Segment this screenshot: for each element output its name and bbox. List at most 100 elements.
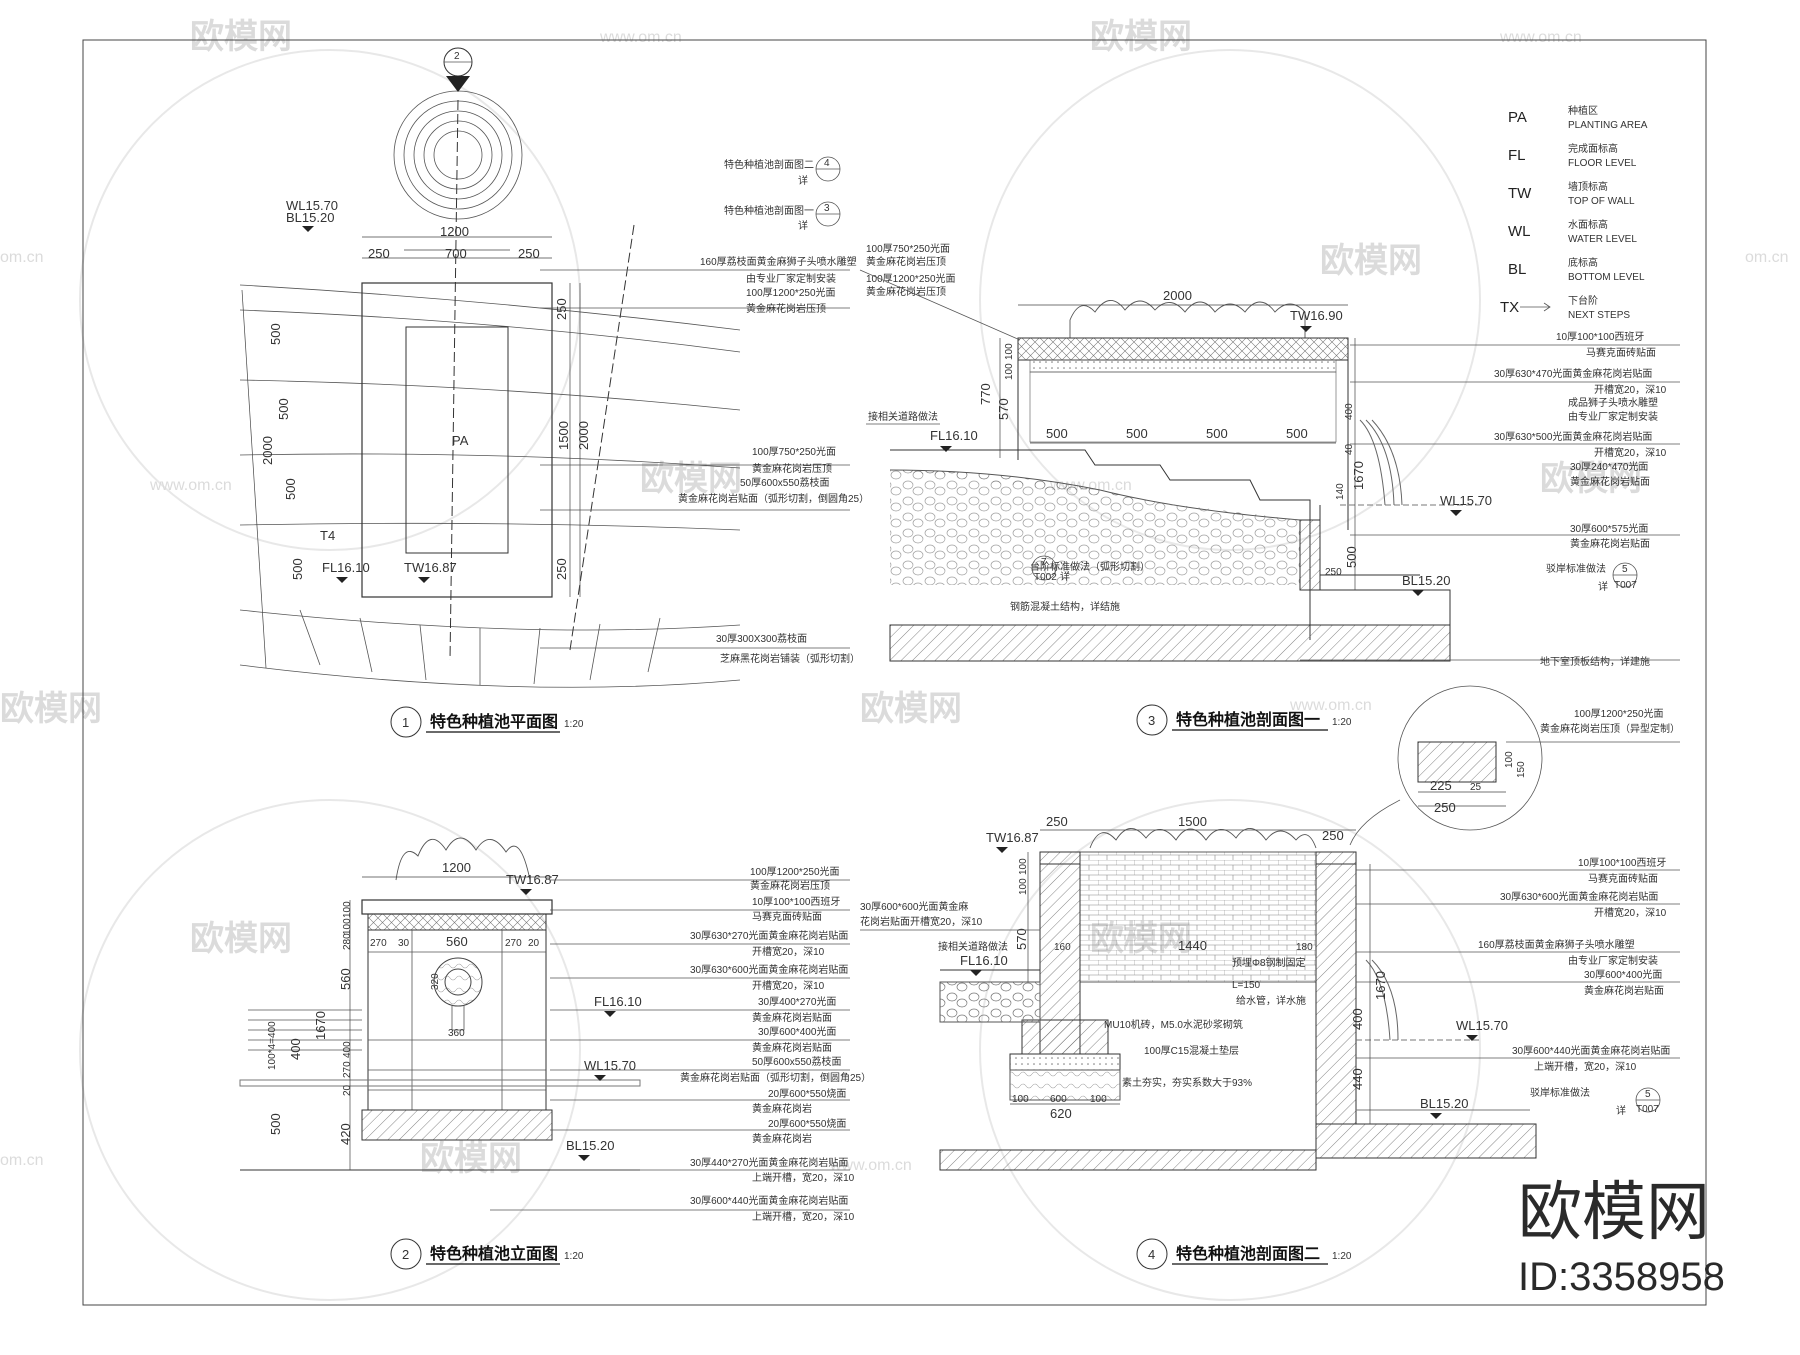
svg-text:1:20: 1:20 [1332, 717, 1352, 728]
watermark-url: www.om.cn [149, 477, 232, 494]
legend-item: TW 墙顶标高 TOP OF WALL [1508, 180, 1635, 207]
svg-text:T002: T002 [1034, 572, 1057, 583]
detail-bubble: 225 25 250 100 150 100厚1200*250光面 黄金麻花岗岩… [1349, 685, 1680, 846]
svg-text:30厚630*600光面黄金麻花岗岩贴面: 30厚630*600光面黄金麻花岗岩贴面 [1500, 890, 1658, 903]
svg-text:接相关道路做法: 接相关道路做法 [938, 940, 1008, 953]
level-label: BL15.20 [1402, 573, 1450, 588]
svg-text:5: 5 [1622, 564, 1628, 575]
svg-text:特色种植池剖面图二: 特色种植池剖面图二 [1176, 1244, 1320, 1263]
svg-text:完成面标高: 完成面标高 [1568, 142, 1618, 155]
watermark-brand: 欧模网 [190, 920, 292, 958]
dim-label: 100 [1004, 343, 1015, 360]
level-label: BL15.20 [566, 1138, 614, 1153]
dim-label: 570 [1014, 928, 1029, 950]
section1-callouts-left: 100厚750*250光面 黄金麻花岗岩压顶 100厚1200*250光面 黄金… [859, 242, 1150, 613]
watermark-brand-large: 欧模网 [1518, 1176, 1710, 1248]
svg-text:100厚1200*250光面: 100厚1200*250光面 [866, 272, 956, 285]
svg-text:特色种植池平面图: 特色种植池平面图 [430, 712, 558, 731]
svg-text:7: 7 [1041, 557, 1047, 568]
svg-text:160厚荔枝面黄金麻狮子头喷水雕塑: 160厚荔枝面黄金麻狮子头喷水雕塑 [1478, 938, 1635, 951]
dim-label: 1500 [556, 421, 571, 450]
svg-text:开槽宽20，深10: 开槽宽20，深10 [1594, 906, 1667, 919]
dim-label: 270 [505, 938, 522, 949]
svg-text:MU10机砖，M5.0水泥砂浆砌筑: MU10机砖，M5.0水泥砂浆砌筑 [1104, 1018, 1243, 1031]
dim-label: 140 [1335, 483, 1346, 500]
svg-text:100厚1200*250光面: 100厚1200*250光面 [1574, 707, 1664, 720]
svg-text:开槽宽20，深10: 开槽宽20，深10 [752, 979, 825, 992]
legend-item: BL 底标高 BOTTOM LEVEL [1508, 256, 1645, 283]
svg-text:黄金麻花岗岩压顶: 黄金麻花岗岩压顶 [750, 879, 830, 892]
elevation-callouts: 100厚1200*250光面 黄金麻花岗岩压顶 10厚100*100西班牙 马赛… [490, 865, 871, 1223]
svg-text:上端开槽，宽20，深10: 上端开槽，宽20，深10 [752, 1210, 855, 1223]
svg-text:给水管，详水施: 给水管，详水施 [1236, 994, 1306, 1007]
svg-text:30厚300X300荔枝面: 30厚300X300荔枝面 [716, 632, 807, 645]
dim-label: 1670 [1373, 971, 1388, 1000]
dim-label: 500 [1286, 426, 1308, 441]
svg-text:10厚100*100西班牙: 10厚100*100西班牙 [1556, 331, 1644, 343]
svg-text:墙顶标高: 墙顶标高 [1568, 180, 1608, 193]
svg-text:开槽宽20，深10: 开槽宽20，深10 [1594, 383, 1667, 396]
elevation-view: 1200 100 100 280 560 270 560 270 30 20 3… [239, 837, 871, 1270]
dim-label: 440 [1350, 1068, 1365, 1090]
level-label: FL16.10 [960, 953, 1008, 968]
dim-label: 100 [1018, 878, 1029, 895]
svg-text:黄金麻花岗岩贴面（弧形切割，倒圆角25）: 黄金麻花岗岩贴面（弧形切割，倒圆角25） [678, 492, 869, 505]
section2-view: 225 25 250 100 150 100厚1200*250光面 黄金麻花岗岩… [860, 685, 1680, 1270]
level-label: T4 [320, 528, 335, 543]
level-label: FL16.10 [594, 994, 642, 1009]
watermark-id: ID:3358958 [1518, 1255, 1725, 1299]
svg-text:特色种植池剖面图二: 特色种植池剖面图二 [724, 158, 814, 171]
level-label: TW16.87 [404, 560, 457, 575]
svg-text:黄金麻花岗岩压顶: 黄金麻花岗岩压顶 [866, 255, 946, 268]
watermark-url: om.cn [1745, 249, 1789, 266]
planting-area [405, 326, 509, 554]
svg-text:1: 1 [402, 715, 409, 730]
svg-text:10厚100*100西班牙: 10厚100*100西班牙 [752, 896, 840, 908]
svg-text:成品狮子头喷水雕塑: 成品狮子头喷水雕塑 [1568, 396, 1658, 409]
dim-label: 160 [1054, 942, 1071, 953]
svg-text:100厚750*250光面: 100厚750*250光面 [866, 242, 950, 255]
svg-text:BOTTOM LEVEL: BOTTOM LEVEL [1568, 272, 1645, 283]
dim-label: 100*4=400 [267, 1021, 278, 1070]
dim-label: 770 [978, 383, 993, 405]
svg-text:1:20: 1:20 [1332, 1251, 1352, 1262]
dim-label: 2000 [576, 421, 591, 450]
dim-label: 400 [1344, 403, 1355, 420]
legend-item: PA 种植区 PLANTING AREA [1508, 104, 1648, 131]
dim-label: 2000 [260, 436, 275, 465]
dim-label: 2000 [1163, 288, 1192, 303]
svg-text:详: 详 [1616, 1104, 1626, 1117]
dim-label: 1200 [442, 860, 471, 875]
section-marker-num: 2 [454, 51, 460, 62]
svg-text:开槽宽20，深10: 开槽宽20，深10 [1594, 446, 1667, 459]
svg-text:5: 5 [1645, 1089, 1651, 1100]
svg-text:30厚400*270光面: 30厚400*270光面 [758, 995, 836, 1008]
section2-callouts-left: 30厚600*600光面黄金麻 花岗岩贴面开槽宽20，深10 接相关道路做法 M… [860, 900, 1306, 1089]
level-label: BL15.20 [286, 210, 334, 225]
svg-text:20厚600*550烧面: 20厚600*550烧面 [768, 1117, 846, 1130]
svg-text:30厚240*470光面: 30厚240*470光面 [1570, 460, 1648, 473]
svg-text:30厚630*600光面黄金麻花岗岩贴面: 30厚630*600光面黄金麻花岗岩贴面 [690, 963, 848, 976]
svg-text:30厚600*600光面黄金麻: 30厚600*600光面黄金麻 [860, 900, 968, 913]
svg-text:NEXT STEPS: NEXT STEPS [1568, 310, 1630, 321]
svg-text:黄金麻花岗岩压顶: 黄金麻花岗岩压顶 [752, 462, 832, 475]
dim-label: 250 [1325, 567, 1342, 578]
svg-text:芝麻黑花岗岩铺装（弧形切割）: 芝麻黑花岗岩铺装（弧形切割） [720, 652, 860, 665]
dim-label: 1670 [1351, 461, 1366, 490]
svg-text:4: 4 [824, 158, 830, 169]
dim-label: 280 [342, 933, 353, 950]
svg-text:黄金麻花岗岩贴面: 黄金麻花岗岩贴面 [1570, 537, 1650, 550]
dim-label: 360 [448, 1028, 465, 1039]
svg-text:T007: T007 [1636, 1104, 1659, 1115]
svg-text:100厚C15混凝土垫层: 100厚C15混凝土垫层 [1144, 1044, 1239, 1057]
planter-box [361, 282, 553, 598]
watermark-url: www.om.cn [599, 29, 682, 46]
svg-text:素土夯实，夯实系数大于93%: 素土夯实，夯实系数大于93% [1122, 1076, 1252, 1089]
dim-label: 500 [1046, 426, 1068, 441]
svg-text:由专业厂家定制安装: 由专业厂家定制安装 [1568, 410, 1658, 423]
dim-label: 250 [1046, 814, 1068, 829]
view-title: 2 特色种植池立面图 1:20 [390, 1238, 584, 1270]
dim-label: 100 [1012, 1094, 1029, 1105]
dim-label: 420 [338, 1123, 353, 1145]
